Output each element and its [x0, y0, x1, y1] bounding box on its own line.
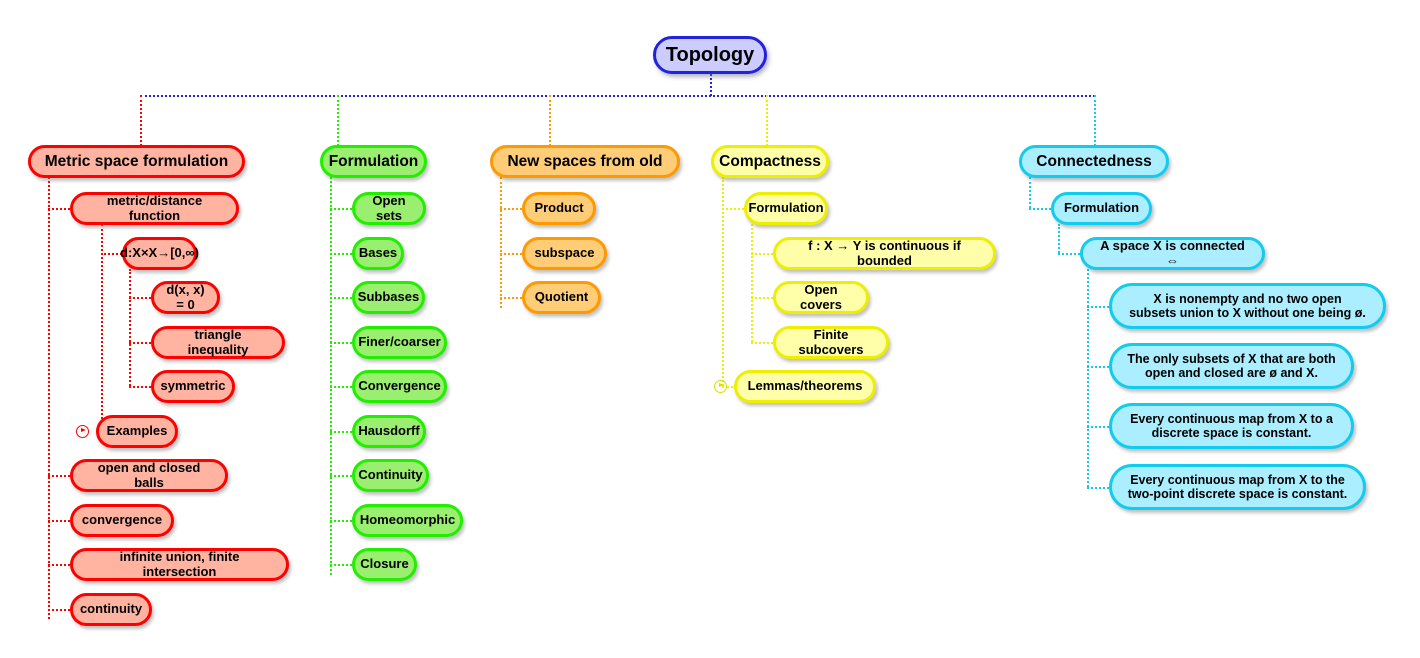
node-root-topology[interactable]: Topology — [653, 36, 767, 74]
node-a-space-x-is-connected[interactable]: A space X is connected ⇔ — [1080, 237, 1265, 270]
node-finer-coarser[interactable]: Finer/coarser — [352, 326, 447, 359]
node-metric-distance-function[interactable]: metric/distance function — [70, 192, 239, 225]
connector-spine-metric — [48, 177, 50, 619]
connector-stub-conn-leaf-2 — [1087, 366, 1109, 368]
node-hausdorff[interactable]: Hausdorff — [352, 415, 426, 448]
node-formulation-topology[interactable]: Formulation — [320, 145, 427, 178]
connector-stub-form-c9 — [330, 564, 352, 566]
connector-main-bus — [140, 95, 1095, 97]
collapsed-branch-icon-examples[interactable] — [76, 425, 89, 438]
connector-spine-conn-c1 — [1058, 224, 1060, 253]
connector-stub-form-c6 — [330, 431, 352, 433]
connector-drop-connectedness — [1094, 95, 1096, 146]
connector-spine-connectedness — [1029, 177, 1031, 208]
connector-stub-metric-c4 — [48, 564, 70, 566]
node-examples[interactable]: Examples — [96, 415, 178, 448]
connector-stub-metric-c1-1-1 — [129, 297, 151, 299]
connector-stub-metric-c1-1-2 — [129, 342, 151, 344]
node-lemmas-theorems[interactable]: Lemmas/theorems — [734, 370, 876, 403]
node-continuity-metric[interactable]: continuity — [70, 593, 152, 626]
node-subspace[interactable]: subspace — [522, 237, 607, 270]
connector-stub-comp-c1-2 — [751, 297, 773, 299]
connector-drop-metric — [140, 95, 142, 146]
connector-drop-newspaces — [549, 95, 551, 146]
connector-stub-conn-leaf-3 — [1087, 426, 1109, 428]
connector-stub-new-c2 — [500, 253, 522, 255]
connector-stub-form-c2 — [330, 253, 352, 255]
node-connected-criterion-discrete-map[interactable]: Every continuous map from X to a discret… — [1109, 403, 1354, 449]
connector-stub-new-c1 — [500, 208, 522, 210]
node-open-sets[interactable]: Open sets — [352, 192, 426, 225]
connector-stub-comp-c1-3 — [751, 342, 773, 344]
node-metric-space-formulation[interactable]: Metric space formulation — [28, 145, 245, 178]
node-quotient[interactable]: Quotient — [522, 281, 601, 314]
node-formulation-compactness[interactable]: Formulation — [744, 192, 828, 225]
connector-stub-metric-c5 — [48, 609, 70, 611]
node-convergence-metric[interactable]: convergence — [70, 504, 174, 537]
node-product[interactable]: Product — [522, 192, 596, 225]
connector-stub-form-c1 — [330, 208, 352, 210]
connector-spine-metric-c1-1 — [129, 269, 131, 386]
node-triangle-inequality[interactable]: triangle inequality — [151, 326, 285, 359]
node-bases[interactable]: Bases — [352, 237, 404, 270]
connector-stub-conn-leaf-1 — [1087, 306, 1109, 308]
node-symmetric[interactable]: symmetric — [151, 370, 235, 403]
node-connected-criterion-clopen[interactable]: The only subsets of X that are both open… — [1109, 343, 1354, 389]
connector-stub-comp-c1 — [722, 208, 744, 210]
connector-spine-compactness — [722, 177, 724, 386]
connector-spine-metric-c1 — [101, 224, 103, 431]
connector-stub-form-c4 — [330, 342, 352, 344]
connector-drop-compactness — [766, 95, 768, 146]
node-connectedness[interactable]: Connectedness — [1019, 145, 1169, 178]
connector-stub-metric-c1 — [48, 208, 70, 210]
node-formulation-connectedness[interactable]: Formulation — [1051, 192, 1152, 225]
connector-stub-metric-c1-1-3 — [129, 386, 151, 388]
connector-drop-formulation — [337, 95, 339, 146]
node-connected-criterion-two-point-map[interactable]: Every continuous map from X to the two-p… — [1109, 464, 1366, 510]
node-continuity-formulation[interactable]: Continuity — [352, 459, 429, 492]
connector-stub-metric-c1-1 — [101, 253, 122, 255]
connector-spine-conn-c1-1 — [1087, 269, 1089, 487]
connector-stub-form-c7 — [330, 475, 352, 477]
node-d-x-x-equals-zero[interactable]: d(x, x) = 0 — [151, 281, 220, 314]
node-infinite-union-finite-intersection[interactable]: infinite union, finite intersection — [70, 548, 289, 581]
connector-stub-form-c8 — [330, 520, 352, 522]
connector-stub-conn-leaf-4 — [1087, 487, 1109, 489]
connector-stub-form-c5 — [330, 386, 352, 388]
connector-spine-formulation — [330, 177, 332, 575]
node-subbases[interactable]: Subbases — [352, 281, 425, 314]
node-connected-criterion-nonempty[interactable]: X is nonempty and no two open subsets un… — [1109, 283, 1386, 329]
connector-stub-metric-c2 — [48, 475, 70, 477]
connector-stub-comp-c1-1 — [751, 253, 773, 255]
node-open-and-closed-balls[interactable]: open and closed balls — [70, 459, 228, 492]
node-new-spaces-from-old[interactable]: New spaces from old — [490, 145, 680, 178]
node-d-x-cross-x[interactable]: d:X×X→[0,∞) — [120, 237, 199, 270]
connector-stub-conn-c1 — [1029, 208, 1051, 210]
connector-stub-comp-c2 — [722, 386, 733, 388]
connector-stub-new-c3 — [500, 297, 522, 299]
connector-spine-newspaces — [500, 177, 502, 308]
node-convergence-formulation[interactable]: Convergence — [352, 370, 447, 403]
node-closure[interactable]: Closure — [352, 548, 417, 581]
node-open-covers[interactable]: Open covers — [773, 281, 869, 314]
node-compactness[interactable]: Compactness — [711, 145, 829, 178]
connector-stub-form-c3 — [330, 297, 352, 299]
node-f-x-to-y-continuous-if-bounded[interactable]: f : X → Y is continuous if bounded — [773, 237, 996, 270]
connector-root-stem — [710, 74, 712, 96]
collapsed-branch-icon-lemmas[interactable] — [714, 380, 727, 393]
connector-stub-metric-c3 — [48, 520, 70, 522]
connector-spine-comp-c1 — [751, 224, 753, 342]
node-homeomorphic[interactable]: Homeomorphic — [352, 504, 463, 537]
node-finite-subcovers[interactable]: Finite subcovers — [773, 326, 889, 359]
connector-stub-conn-c1-1 — [1058, 253, 1080, 255]
